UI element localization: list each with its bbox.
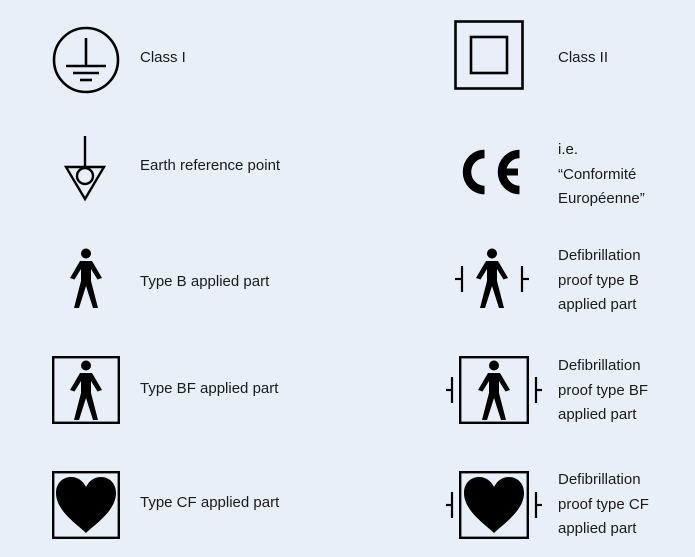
label-line: Defibrillation — [558, 357, 641, 374]
type-cf-label: Type CF applied part — [140, 491, 279, 516]
label-line: Defibrillation — [558, 247, 641, 264]
type-b-person-icon — [66, 248, 106, 310]
defib-type-b-icon — [454, 248, 530, 310]
type-cf-heart-icon — [52, 471, 120, 539]
label-line: proof type BF — [558, 381, 649, 399]
defib-type-bf-label: Defibrillation proof type BF applied par… — [558, 354, 648, 428]
ce-mark-label: i.e. “Conformité Européenne” — [558, 138, 645, 212]
label-line: i.e. — [558, 141, 579, 158]
class-ii-label: Class II — [558, 46, 608, 71]
label-line: Européenne” — [558, 190, 645, 207]
label-line: Class I — [140, 49, 186, 66]
type-bf-label: Type BF applied part — [140, 377, 278, 402]
label-line: Earth reference point — [140, 157, 281, 174]
type-b-label: Type B applied part — [140, 270, 269, 295]
label-line: “Conformité — [558, 165, 637, 183]
label-line: Type CF applied part — [140, 494, 280, 511]
earth-reference-point-icon — [63, 136, 107, 202]
defib-type-cf-label: Defibrillation proof type CF applied par… — [558, 468, 649, 542]
defib-type-b-label: Defibrillation proof type B applied part — [558, 244, 641, 318]
double-insulation-icon — [454, 20, 524, 90]
earth-reference-label: Earth reference point — [140, 154, 280, 179]
ce-mark-icon — [456, 145, 524, 199]
label-line: Type B applied part — [140, 273, 270, 290]
label-line: applied part — [558, 296, 637, 313]
label-line: proof type B — [558, 271, 639, 289]
label-line: proof type CF — [558, 495, 649, 513]
label-line: Class II — [558, 49, 609, 66]
protective-earth-icon — [52, 26, 120, 94]
label-line: applied part — [558, 520, 637, 537]
label-line: Type BF applied part — [140, 380, 279, 397]
type-bf-boxed-person-icon — [52, 356, 120, 424]
defib-type-bf-icon — [446, 356, 542, 424]
label-line: applied part — [558, 406, 637, 423]
class-i-label: Class I — [140, 46, 186, 71]
defib-type-cf-icon — [446, 471, 542, 539]
label-line: Defibrillation — [558, 471, 641, 488]
